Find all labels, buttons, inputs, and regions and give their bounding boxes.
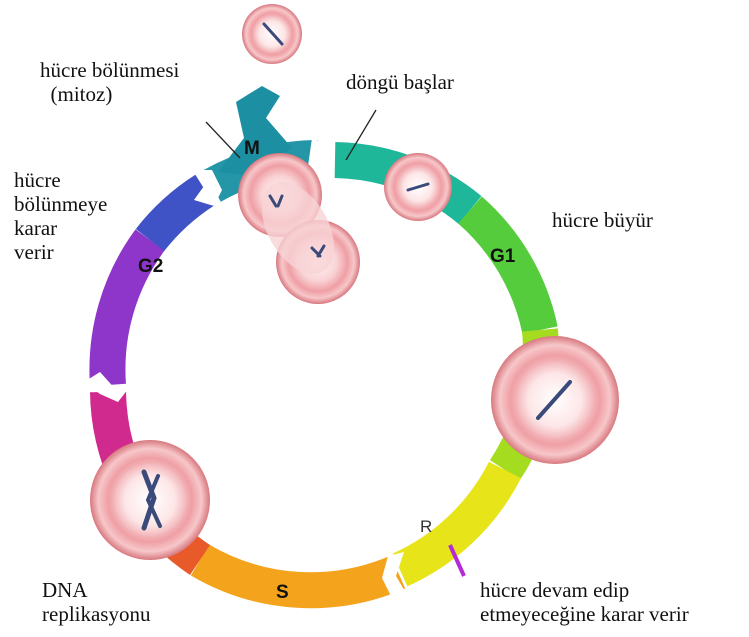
label-cycle-start: döngü başlar bbox=[346, 70, 454, 94]
label-decides-divide: hücre bölünmeye karar verir bbox=[14, 168, 107, 264]
restriction-point-label: R bbox=[420, 517, 432, 536]
cell-g1-early bbox=[384, 153, 452, 221]
label-mitosis: hücre bölünmesi (mitoz) bbox=[40, 58, 179, 106]
label-dna-replication: DNA replikasyonu bbox=[42, 578, 150, 626]
phase-label-g1: G1 bbox=[490, 246, 516, 267]
phase-label-m: M bbox=[244, 138, 260, 159]
ring-segment-g1-mid bbox=[470, 210, 540, 330]
phase-label-g2: G2 bbox=[138, 256, 163, 277]
ring-segment-s bbox=[200, 560, 398, 590]
cell-g1-late bbox=[491, 336, 619, 464]
cell-s-phase bbox=[90, 440, 210, 560]
phase-label-s: S bbox=[276, 582, 289, 603]
cell-top bbox=[242, 4, 302, 64]
mitosis-pointer bbox=[206, 122, 240, 158]
label-restriction-point: hücre devam edip etmeyeceğine karar veri… bbox=[480, 578, 689, 626]
label-cell-grows: hücre büyür bbox=[552, 208, 653, 232]
